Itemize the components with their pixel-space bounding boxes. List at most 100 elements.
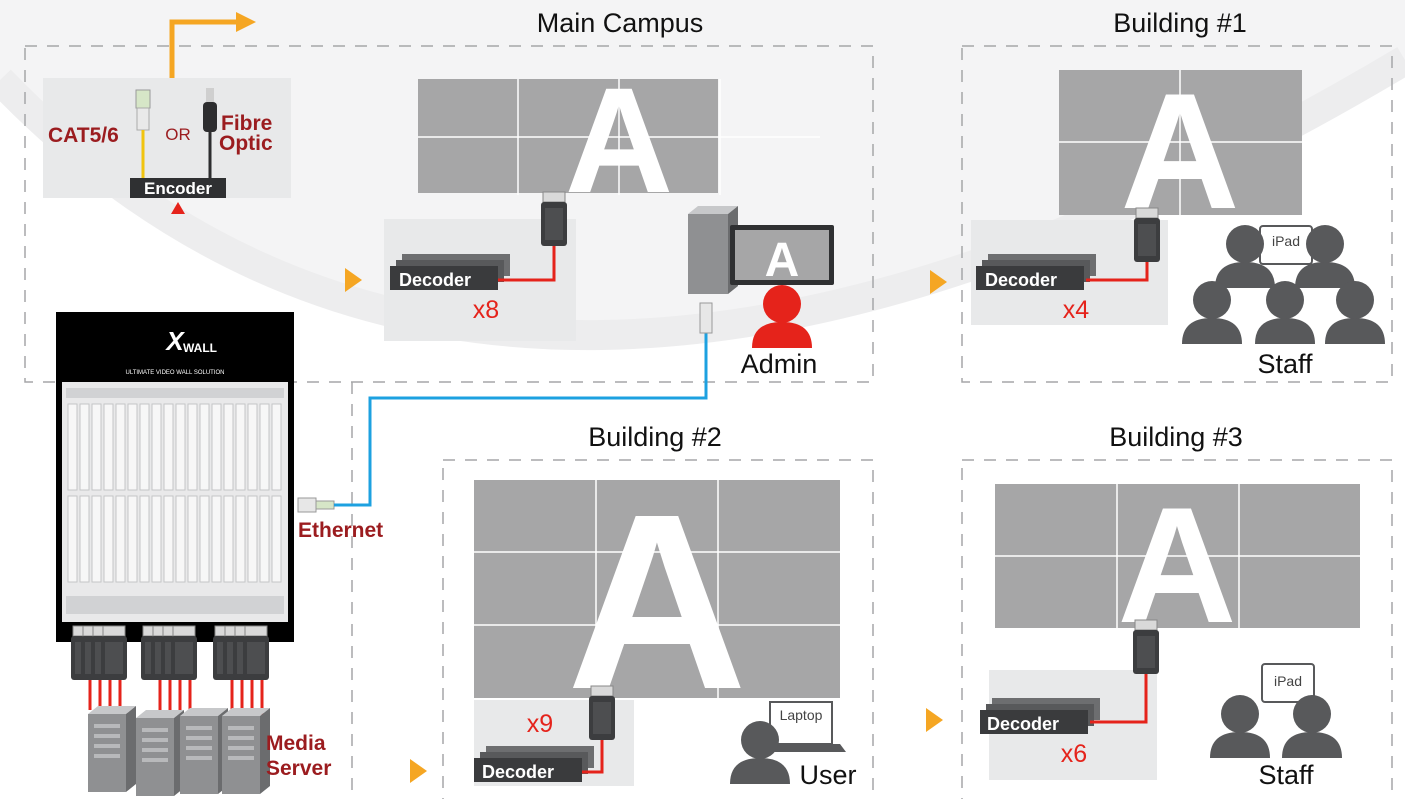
person-icon [1182, 281, 1242, 344]
card-slot [163, 495, 174, 583]
fibre-connector-icon [203, 88, 217, 178]
hdmi-connector-icon [242, 625, 270, 681]
b3-staff-label: Staff [1258, 760, 1314, 790]
card-slot [211, 403, 222, 491]
optic-label: Optic [219, 132, 273, 155]
hdmi-connector-icon [1132, 619, 1160, 675]
person-icon [1325, 281, 1385, 344]
card-slot [115, 403, 126, 491]
hdmi-connector-icon [100, 625, 128, 681]
card-slot [175, 495, 186, 583]
card-slot [103, 495, 114, 583]
b1-staff-label: Staff [1257, 349, 1313, 379]
b2-laptop-label: Laptop [780, 707, 823, 723]
xwall-tagline: ULTIMATE VIDEO WALL SOLUTION [125, 370, 224, 376]
building-2-title: Building #2 [588, 422, 722, 452]
card-slot [187, 495, 198, 583]
card-slot [223, 495, 234, 583]
server-label: Server [266, 757, 331, 780]
encoder-panel: CAT5/6 OR Fibre Optic Encoder [43, 78, 291, 198]
b1-ipad-label: iPad [1272, 233, 1300, 249]
main-campus-boundary [24, 45, 874, 383]
card-slot [139, 495, 150, 583]
uplink-arrowhead [236, 12, 256, 32]
card-slot [115, 495, 126, 583]
encoder-label: Encoder [144, 179, 212, 198]
cat-label: CAT5/6 [48, 124, 119, 147]
card-slot [259, 495, 270, 583]
b3-decoder-label: Decoder [987, 714, 1059, 734]
building-1-boundary [961, 45, 1393, 383]
card-slot [235, 495, 246, 583]
person-icon [1210, 695, 1270, 758]
card-slot [187, 403, 198, 491]
b1-decoder-count: x4 [1063, 296, 1090, 324]
fibre-label: Fibre [221, 112, 272, 135]
encoder-label-box [130, 178, 226, 198]
admin-monitor-content: A [765, 234, 800, 287]
rj45-connector-icon [135, 89, 151, 178]
card-slot [127, 403, 138, 491]
card-slot [211, 495, 222, 583]
main-wall-grid [418, 79, 820, 195]
card-slot [247, 495, 258, 583]
person-icon [1282, 695, 1342, 758]
hdmi-connector-icon [1133, 207, 1161, 263]
b3-staff-group: iPad [1210, 663, 1342, 758]
b2-hdmi-cable [582, 740, 604, 774]
server-tower-icon [136, 710, 184, 796]
b1-staff-group: iPad [1182, 225, 1385, 344]
card-slot [79, 495, 90, 583]
server-tower-icon [88, 706, 136, 792]
media-servers [88, 706, 270, 796]
person-icon [1255, 281, 1315, 344]
or-label: OR [165, 125, 191, 144]
card-slot [67, 495, 78, 583]
card-slot [151, 403, 162, 491]
hdmi-connector-icon [540, 191, 568, 247]
ipad-icon [1261, 663, 1315, 703]
rj45-connector-icon [297, 497, 317, 513]
card-slot [199, 495, 210, 583]
b3-decoder-count: x6 [1061, 740, 1087, 768]
media-label: Media [266, 732, 326, 755]
main-wall-content: A [565, 56, 673, 224]
b1-feed-arrowhead [930, 270, 947, 294]
card-slot [103, 403, 114, 491]
card-slot [271, 495, 282, 583]
main-hdmi-cable [498, 246, 556, 282]
b2-user: Laptop [730, 701, 846, 784]
uplink-line [169, 19, 245, 78]
b1-hdmi-cable [1086, 262, 1149, 282]
card-slot [175, 403, 186, 491]
encoder-feed-arrowhead [171, 202, 185, 214]
admin-workstation: A [688, 206, 834, 348]
card-slot [259, 403, 270, 491]
b3-wall-grid [995, 484, 1360, 628]
b2-decoder-label: Decoder [482, 762, 554, 782]
xwall-logo: X [164, 326, 185, 356]
card-slot [139, 403, 150, 491]
card-slot [223, 403, 234, 491]
card-slot [67, 403, 78, 491]
card-slot [271, 403, 282, 491]
building-3-title: Building #3 [1109, 422, 1243, 452]
building-2-boundary [442, 459, 874, 799]
xwall-server-chassis: X WALL ULTIMATE VIDEO WALL SOLUTION [56, 312, 294, 642]
card-slot [235, 403, 246, 491]
ethernet-label: Ethernet [298, 519, 383, 542]
b2-user-label: User [799, 760, 856, 790]
building-1-title: Building #1 [1113, 8, 1247, 38]
card-slot [163, 403, 174, 491]
b1-decoder-label: Decoder [985, 270, 1057, 290]
b3-feed-arrowhead [926, 708, 943, 732]
hdmi-connector-icon [170, 625, 198, 681]
main-decoder-count: x8 [473, 296, 499, 324]
main-campus-title: Main Campus [537, 8, 704, 38]
admin-label: Admin [741, 349, 818, 379]
ethernet-link [297, 302, 713, 513]
xwall-logo-text: WALL [183, 341, 217, 355]
b1-wall-grid [1059, 70, 1302, 215]
